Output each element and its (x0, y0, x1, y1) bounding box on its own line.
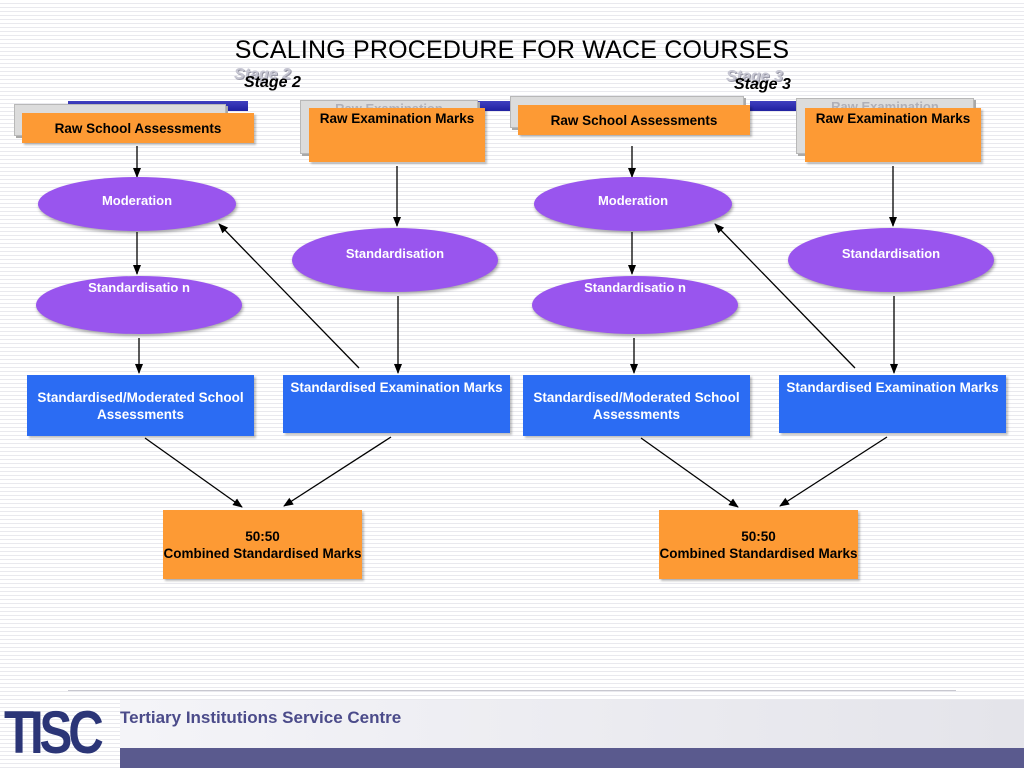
footer-divider (68, 690, 956, 691)
footer-band (120, 700, 1024, 748)
arrow-s3-school-to-combined (640, 437, 739, 508)
header-bar-middle (476, 101, 512, 111)
arrow-s2-school-to-combined (144, 437, 243, 508)
tisc-logo: TISC (4, 699, 104, 766)
s3-combined-standardised-marks: 50:50 Combined Standardised Marks (659, 510, 858, 579)
arrow-s3-exam-to-combined (779, 436, 888, 507)
stage-2-shadow-label: Stage 2 (234, 66, 291, 83)
s2-standardisation-exam-node: Standardisation (292, 228, 498, 292)
footer-org-name: Tertiary Institutions Service Centre (120, 708, 402, 727)
header-bar-right (750, 101, 800, 111)
s2-standardised-examination-marks: Standardised Examination Marks (283, 375, 510, 433)
stage-3-shadow-label: Stage 3 (726, 68, 783, 85)
arrow-s2-exam-to-moderation (218, 223, 360, 369)
stage-2-label: Stage 2 (244, 74, 301, 91)
s3-raw-examination-marks: Raw Examination Marks (805, 108, 981, 162)
s3-standardised-examination-marks: Standardised Examination Marks (779, 375, 1006, 433)
page-title: SCALING PROCEDURE FOR WACE COURSES (234, 36, 790, 64)
s2-combined-ratio: 50:50 (245, 528, 280, 544)
s3-standardisation-exam-node: Standardisation (788, 228, 994, 292)
s2-standardised-moderated-school-assessments: Standardised/Moderated School Assessment… (27, 375, 254, 436)
s2-standardisation-school-node: Standardisatio n (36, 276, 242, 334)
arrow-s3-exam-to-moderation (714, 223, 856, 369)
s3-raw-school-assessments: Raw School Assessments (518, 105, 750, 135)
s2-raw-school-assessments: Raw School Assessments (22, 113, 254, 143)
footer-bottom-bar (120, 748, 1024, 768)
s3-moderation-node: Moderation (534, 177, 732, 231)
s2-combined-standardised-marks: 50:50 Combined Standardised Marks (163, 510, 362, 579)
s2-combined-label: Combined Standardised Marks (163, 545, 362, 561)
s3-combined-ratio: 50:50 (741, 528, 776, 544)
s3-standardisation-school-node: Standardisatio n (532, 276, 738, 334)
s2-moderation-node: Moderation (38, 177, 236, 231)
arrow-s2-exam-to-combined (283, 436, 392, 507)
s2-raw-examination-marks: Raw Examination Marks (309, 108, 485, 162)
s3-standardised-moderated-school-assessments: Standardised/Moderated School Assessment… (523, 375, 750, 436)
s3-combined-label: Combined Standardised Marks (659, 545, 858, 561)
stage-3-label: Stage 3 (734, 76, 791, 93)
